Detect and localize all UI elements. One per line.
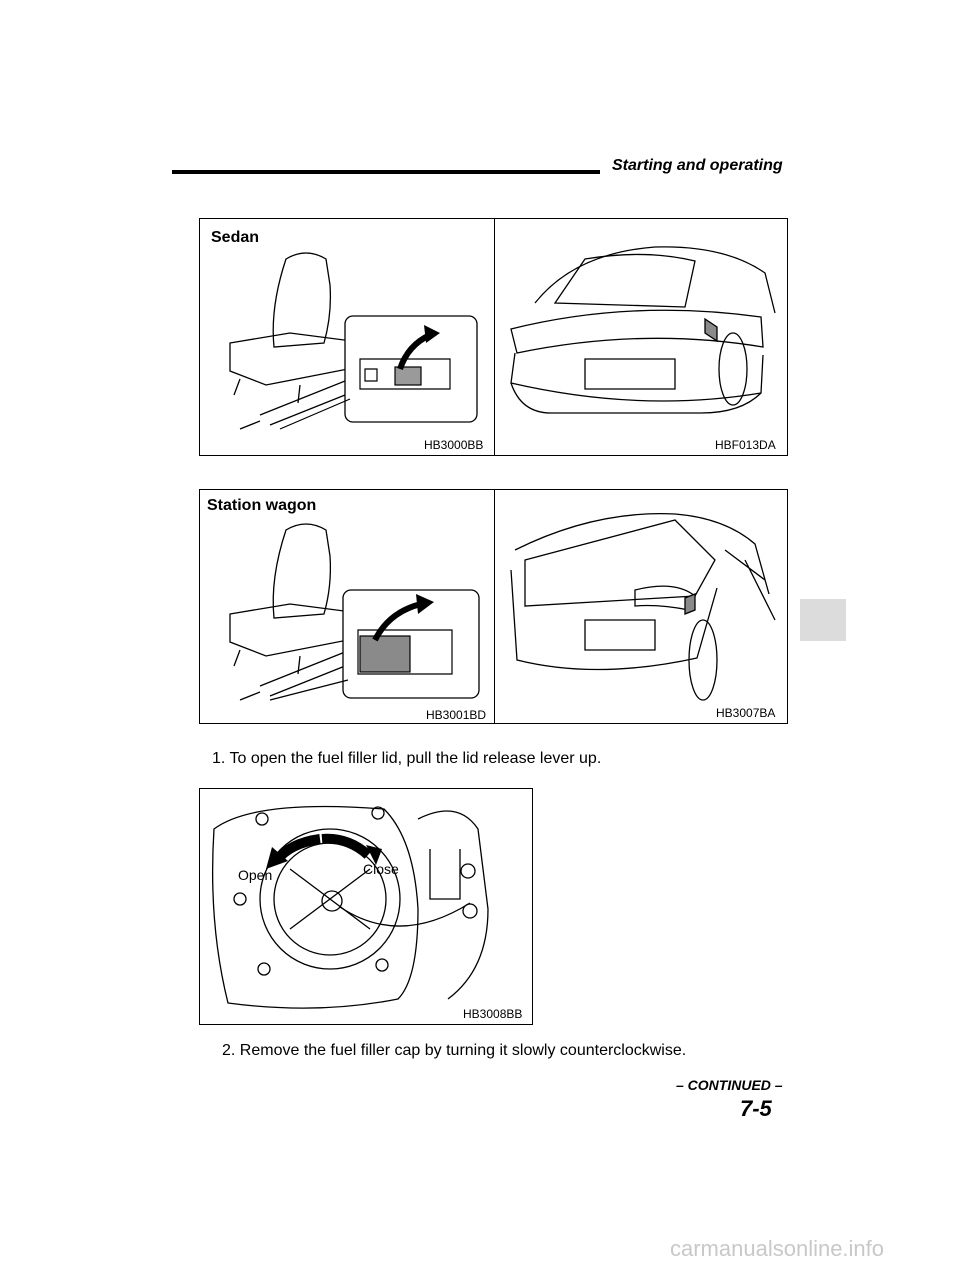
page-number: 7-5 <box>740 1096 772 1121</box>
figure-heading-wagon: Station wagon <box>207 497 317 514</box>
figure-wagon: Station wagon HB3001BD HB3007BA <box>199 489 788 724</box>
instruction-step-1: 1. To open the fuel filler lid, pull the… <box>212 750 602 767</box>
header-rule <box>172 170 600 174</box>
figure-sedan: Sedan HB3000BB <box>199 218 788 456</box>
figure-divider <box>494 490 495 723</box>
instruction-step-2: 2. Remove the fuel filler cap by turning… <box>222 1042 687 1059</box>
chapter-tab <box>800 599 846 641</box>
pull-arrow <box>372 601 422 642</box>
figure-code-right: HB3007BA <box>716 706 776 720</box>
figure-code-left: HB3000BB <box>424 438 484 452</box>
continued-marker: – CONTINUED – <box>676 1077 783 1093</box>
watermark: carmanualsonline.info <box>670 1236 885 1261</box>
seat-illustration <box>229 523 480 701</box>
rotation-arrow-close <box>321 833 372 859</box>
seat-illustration <box>229 252 478 430</box>
figure-code: HB3008BB <box>463 1007 523 1021</box>
figure-code-right: HBF013DA <box>715 438 776 452</box>
rotation-label-open: Open <box>238 867 273 883</box>
figure-code-left: HB3001BD <box>426 708 487 722</box>
wagon-rear-illustration <box>510 512 776 701</box>
rotation-label-close: Close <box>363 861 399 877</box>
figure-fuel-cap: Open Close HB3008BB <box>199 788 533 1025</box>
fuel-cap-illustration <box>211 805 489 1009</box>
figure-divider <box>494 219 495 455</box>
section-title: Starting and operating <box>612 157 783 174</box>
sedan-rear-illustration <box>510 246 776 414</box>
figure-heading-sedan: Sedan <box>211 229 260 246</box>
